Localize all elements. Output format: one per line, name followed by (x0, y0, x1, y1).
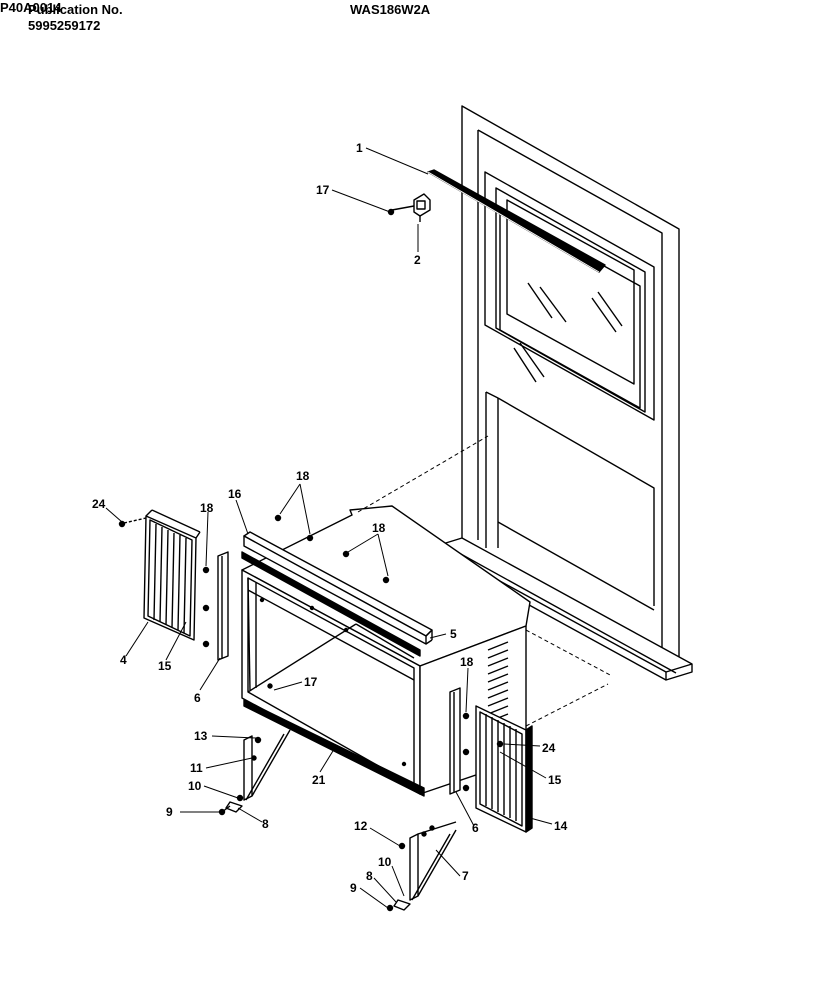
callout-18: 18 (296, 469, 310, 483)
callout-9: 9 (350, 881, 357, 895)
left-side-curtain (118, 509, 201, 641)
callout-18: 18 (200, 501, 214, 515)
callout-10: 10 (378, 855, 392, 869)
window-frame (435, 105, 693, 681)
callout-5: 5 (450, 627, 457, 641)
top-angle-rail (241, 531, 433, 657)
figure-code: P40A0014 (0, 0, 62, 15)
callout-11: 11 (190, 761, 203, 775)
callout-labels: 1 17 2 18 16 18 24 18 4 15 6 5 17 18 13 … (92, 141, 568, 895)
callout-13: 13 (194, 729, 208, 743)
right-channel (449, 687, 470, 795)
left-support-bracket (218, 729, 291, 816)
callout-14: 14 (554, 819, 568, 833)
top-bracket (387, 193, 431, 222)
callout-7: 7 (462, 869, 469, 883)
right-side-curtain (475, 705, 533, 833)
leader-lines (105, 147, 553, 909)
left-channel (202, 551, 229, 661)
callout-1: 1 (356, 141, 363, 155)
callout-16: 16 (228, 487, 242, 501)
callout-9: 9 (166, 805, 173, 819)
callout-24: 24 (92, 497, 106, 511)
callout-8: 8 (366, 869, 373, 883)
callout-17: 17 (316, 183, 330, 197)
publication-label: Publication No. (28, 2, 123, 17)
callout-18: 18 (372, 521, 386, 535)
callout-8: 8 (262, 817, 269, 831)
right-support-bracket (386, 821, 457, 912)
top-rail (427, 169, 606, 273)
callout-18: 18 (460, 655, 474, 669)
callout-15: 15 (158, 659, 172, 673)
callout-10: 10 (188, 779, 202, 793)
callout-17: 17 (304, 675, 318, 689)
callout-6: 6 (472, 821, 479, 835)
callout-21: 21 (312, 773, 326, 787)
callout-2: 2 (414, 253, 421, 267)
callout-24: 24 (542, 741, 556, 755)
bottom-rail (243, 699, 425, 797)
model-number: WAS186W2A (350, 2, 431, 17)
publication-number: 5995259172 (28, 18, 101, 33)
callout-4: 4 (120, 653, 127, 667)
callout-6: 6 (194, 691, 201, 705)
callout-12: 12 (354, 819, 368, 833)
callout-15: 15 (548, 773, 562, 787)
